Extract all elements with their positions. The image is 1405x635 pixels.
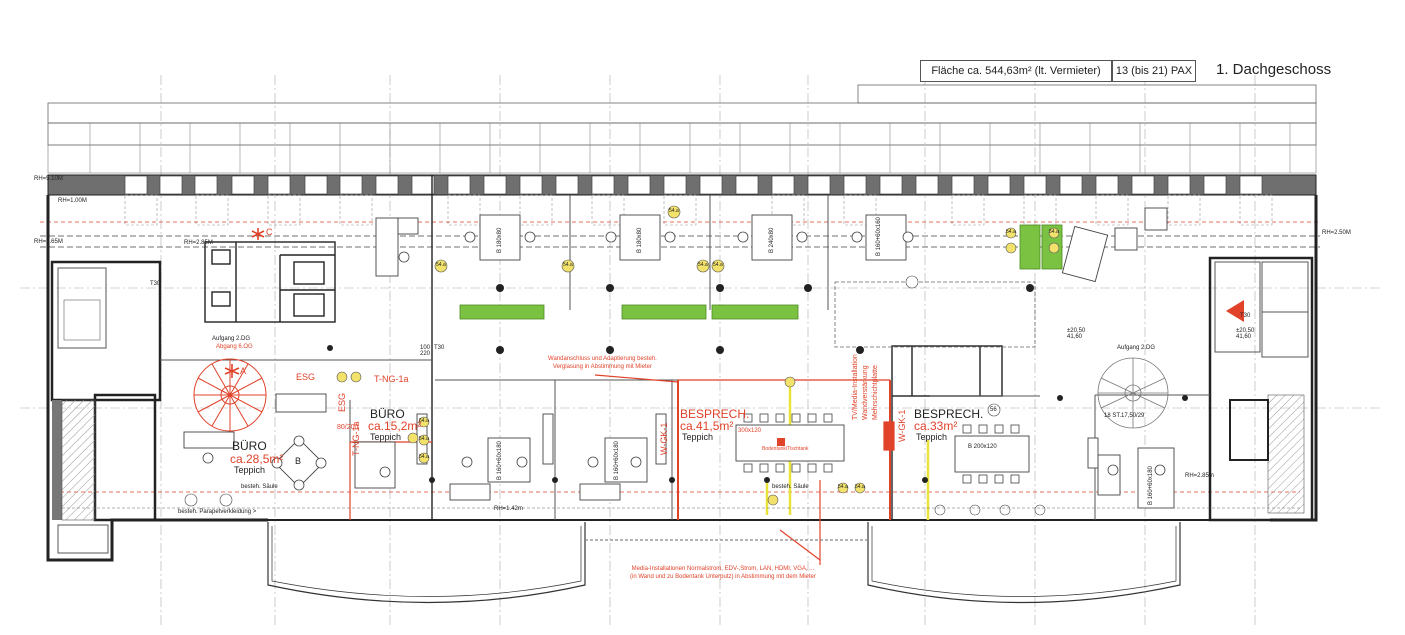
tng-label: T-NG-1a (374, 374, 409, 384)
table-b200x120: B 200x120 (968, 444, 997, 450)
left-core (50, 260, 162, 554)
spiral-stair-right (1097, 357, 1169, 429)
marker-10: 54.a (419, 418, 429, 424)
markers-plain (184, 275, 1046, 516)
aufgang-right: Aufgang 2.DG (1117, 345, 1156, 351)
dim-100-220: 100 220 (420, 345, 431, 357)
desk-label-7: B 160+60x180 (1148, 466, 1154, 505)
right-core (1208, 256, 1314, 522)
note-wall-connection: Wandanschluss und Adaptierung besteh. Ve… (548, 356, 657, 370)
desk-label-4: B 160+60x160 (876, 217, 882, 256)
level-2: ±20,50 41,60 (1236, 328, 1255, 340)
wgk-label-2: W-GK-1 (897, 409, 907, 442)
stair-spec: 18 ST.17,50/29 (1104, 413, 1145, 419)
marker-13: 56 (990, 407, 997, 413)
room-name-buero-large: BÜRO (232, 439, 267, 453)
besteh-saeule-2: besteh. Säule (772, 484, 809, 490)
pax-label: 13 (bis 21) PAX (1112, 60, 1196, 82)
stair-c-label: C (266, 227, 273, 237)
room-area-buero-small: ca.15,2m² (368, 419, 422, 433)
markers-yellow (336, 205, 1060, 506)
t30-mid: T30 (434, 345, 445, 351)
marker-4: 54.a (713, 262, 723, 268)
marker-6: 54.a (838, 484, 848, 490)
media-vertical-1: TV/Media-Installation (852, 354, 859, 420)
room-area-buero-large: ca.28,5m² (230, 452, 284, 466)
meeting-chairs (743, 413, 1020, 484)
columns (327, 284, 1188, 483)
dim-300x120: 300x120 (738, 428, 762, 434)
rh-7: RH=2.85m (1185, 473, 1214, 479)
room-area-besprech-1: ca.41,5m² (680, 419, 734, 433)
bodentank-label: Bodentank/Tischtank (762, 446, 809, 452)
area-label: Fläche ca. 544,63m² (lt. Vermieter) (920, 60, 1112, 82)
room-name-besprech-2: BESPRECH. (914, 407, 984, 421)
room-floor-buero-small: Teppich (370, 432, 402, 442)
marker-12: 54.a (419, 454, 429, 460)
t30-right: T30 (1240, 313, 1251, 319)
room-area-besprech-2: ca.33m² (914, 419, 958, 433)
rh-2: RH=1.00M (58, 198, 87, 204)
desk-label-1: B 180x80 (497, 227, 503, 253)
marker-9: 54.a (1049, 229, 1059, 235)
roof-strip (47, 84, 1317, 174)
room-floor-besprech-2: Teppich (916, 432, 948, 442)
room-floor-besprech-1: Teppich (682, 432, 714, 442)
spiral-stair-left (193, 358, 267, 432)
room-floor-buero-large: Teppich (234, 465, 266, 475)
marker-5: 54.a (669, 208, 679, 214)
esg-label: ESG (296, 372, 316, 382)
rh-1: RH=5.10M (34, 176, 63, 182)
balconies (267, 522, 1181, 604)
marker-2: 54.a (563, 262, 573, 268)
besteh-saeule-1: besteh. Säule (241, 484, 278, 490)
desk-label-3: B 240x80 (769, 227, 775, 253)
marker-1: 54.a (436, 262, 446, 268)
rh-4: RH=2.50M (1322, 230, 1351, 236)
parapet-label: besteh. Parapetverkleidung > (178, 509, 257, 515)
room-name-buero-small: BÜRO (370, 407, 405, 421)
rh-5: RH=2.85M (184, 240, 213, 246)
room-name-besprech-1: BESPRECH. (680, 407, 750, 421)
marker-8: 54.a (1006, 229, 1016, 235)
media-vertical-3: Mehrschichtplatte (872, 365, 879, 420)
note-media: Media-Installationen Normalstrom, EDV-,S… (630, 566, 816, 580)
t30-left: T30 (150, 281, 161, 287)
chairs (202, 231, 1166, 491)
desk-label-5: B 160+60x180 (497, 441, 503, 480)
asterisk-markers (224, 228, 265, 378)
rh-6: RH=1.42m (494, 506, 523, 512)
planters (459, 224, 1063, 320)
wgk-label-1: W-GK-1 (659, 422, 669, 455)
floor-title: 1. Dachgeschoss (1216, 61, 1332, 78)
marker-3: 54.a (698, 262, 708, 268)
rh-3: RH=2.65M (34, 239, 63, 245)
marker-11: 54.a (419, 436, 429, 442)
marker-7: 54.a (855, 484, 865, 490)
dim-80-200: 80/200 (337, 424, 359, 431)
esg-vertical-label: ESG (337, 392, 347, 412)
desk-label-6: B 160+60x180 (614, 441, 620, 480)
desk-label-2: B 180x80 (637, 227, 643, 253)
aufgang-left: Aufgang 2.DG (212, 336, 251, 342)
red-partitions (349, 374, 895, 565)
stair-a-label: A (240, 366, 247, 376)
aufgang-left-sub: Abgang 6.OG (216, 344, 253, 350)
stair-b-label: B (295, 456, 302, 466)
media-vertical-2: Wandverstärkung (862, 365, 869, 420)
level-1: ±20,50 41,60 (1067, 328, 1086, 340)
